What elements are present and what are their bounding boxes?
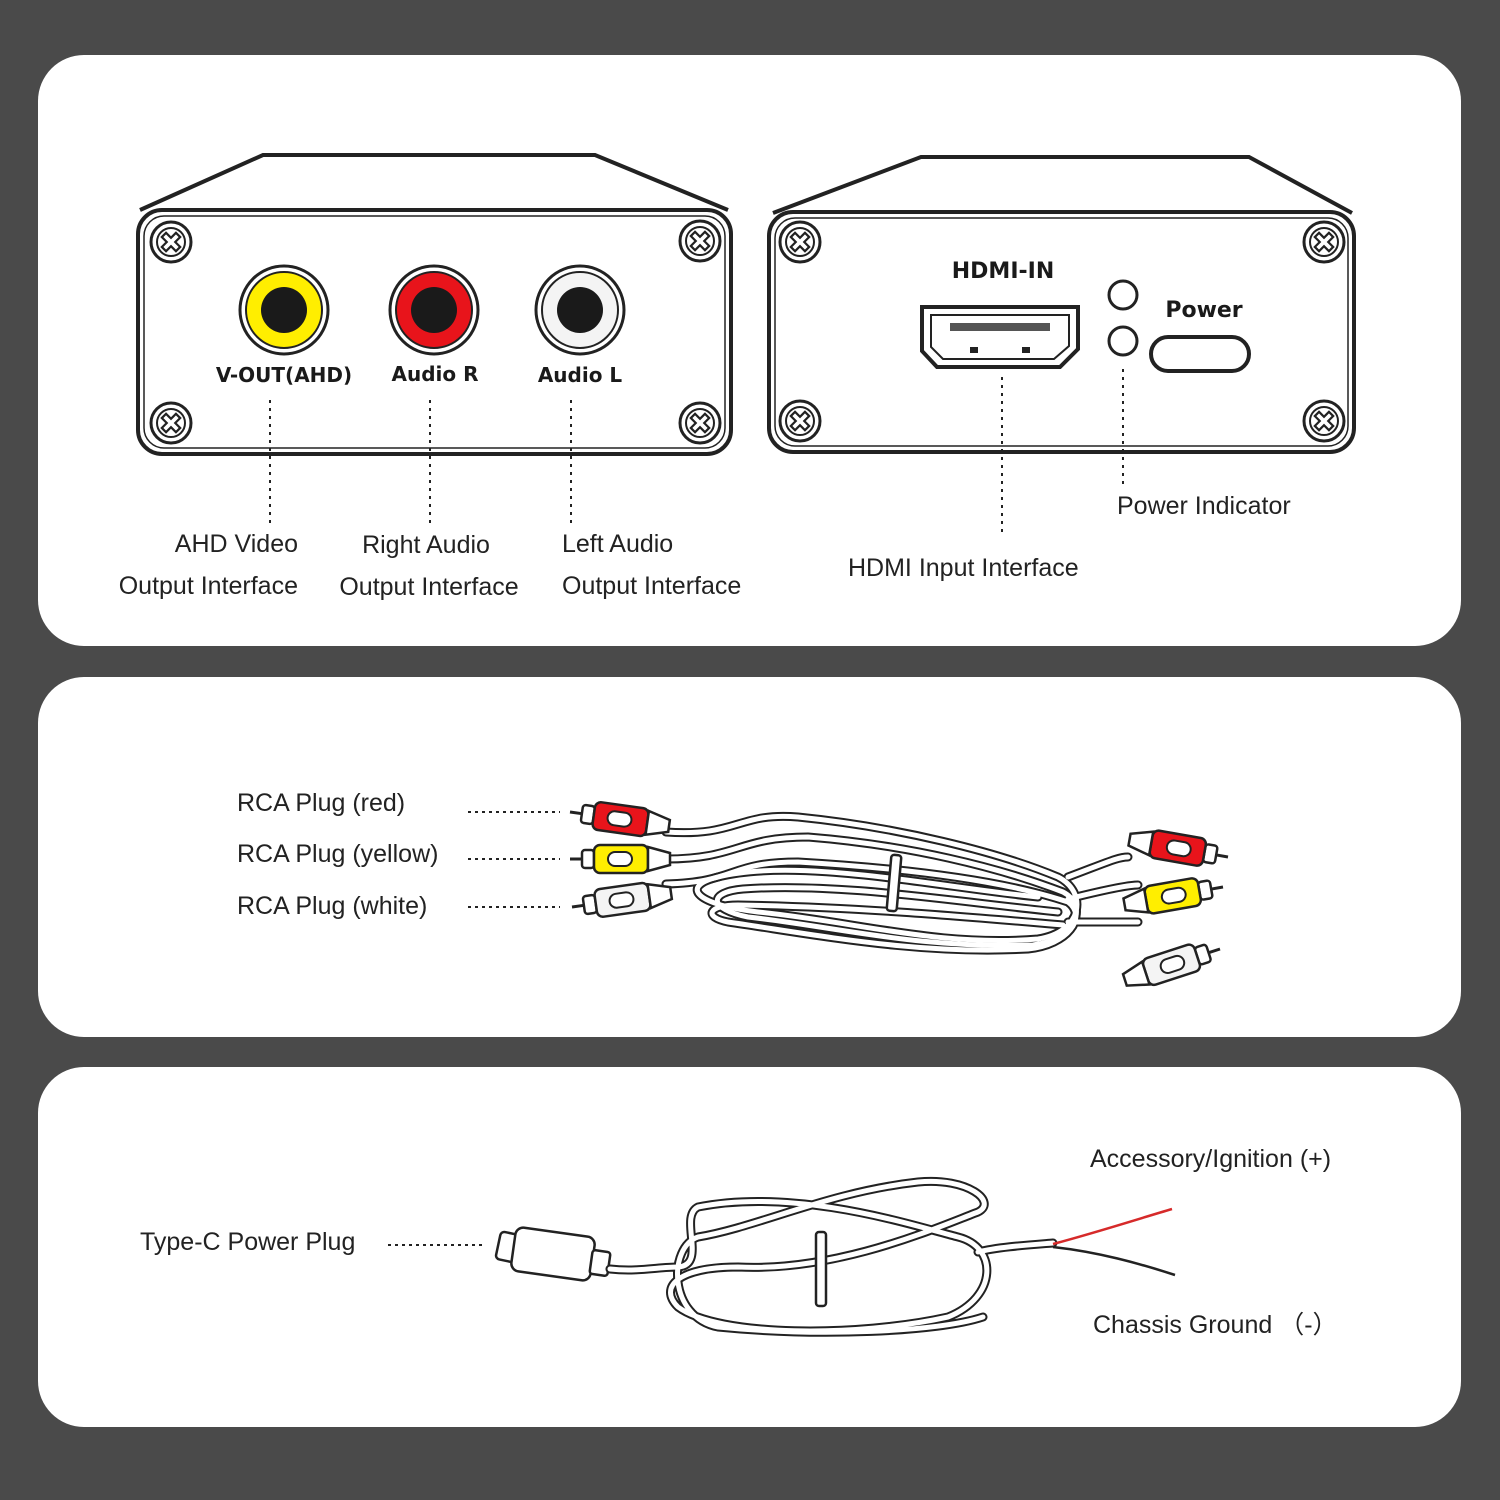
port-label-vout: V-OUT(AHD)	[215, 363, 353, 387]
right-audio-callout-line1: Right Audio	[362, 531, 490, 559]
power-label: Power	[1165, 298, 1243, 323]
accessory-ignition-label: Accessory/Ignition (+)	[1090, 1145, 1332, 1173]
type-c-plug-label: Type-C Power Plug	[140, 1228, 356, 1256]
screw-icon	[678, 219, 722, 263]
rear-plate	[136, 153, 733, 525]
chassis-ground-label: Chassis Ground （-）	[1093, 1311, 1338, 1339]
rca-yellow-label: RCA Plug (yellow)	[237, 840, 439, 868]
rca-cable-panel: RCA Plug (red) RCA Plug (yellow) RCA Plu…	[38, 677, 1461, 1037]
hdmi-callout: HDMI Input Interface	[848, 554, 1079, 582]
white-jack-icon	[534, 264, 626, 356]
port-label-audio-r: Audio R	[391, 362, 479, 386]
hdmi-in-label: HDMI-IN	[951, 259, 1055, 284]
screw-icon	[149, 401, 193, 445]
screw-icon	[778, 399, 822, 443]
usb-c-port-icon	[1149, 335, 1251, 373]
rca-white-label: RCA Plug (white)	[237, 892, 428, 920]
red-jack-icon	[388, 264, 480, 356]
positive-wire	[1052, 1207, 1173, 1246]
screw-icon	[678, 401, 722, 445]
led-icon	[1107, 325, 1139, 357]
led-icon	[1107, 279, 1139, 311]
cable-tie-icon	[814, 1230, 828, 1308]
rca-cable-illustration	[468, 796, 1232, 995]
yellow-rca-plug-icon	[568, 843, 672, 875]
ground-wire	[1052, 1245, 1176, 1277]
left-audio-callout-line1: Left Audio	[562, 530, 674, 558]
ahd-callout-line1: AHD Video	[174, 530, 298, 558]
yellow-rca-plug-icon	[1120, 871, 1227, 920]
screw-icon	[1302, 220, 1346, 264]
device-panel: V-OUT(AHD) Audio R Audio L HDMI-IN Power…	[38, 55, 1461, 646]
device-illustration	[136, 153, 1356, 537]
power-cable-illustration	[388, 1176, 1176, 1337]
ahd-callout-line2: Output Interface	[118, 572, 298, 600]
screw-icon	[1302, 399, 1346, 443]
front-plate	[767, 155, 1356, 537]
red-rca-plug-icon	[1125, 824, 1232, 873]
screw-icon	[778, 220, 822, 264]
type-c-plug-icon	[494, 1226, 612, 1282]
red-rca-plug-icon	[566, 796, 673, 842]
left-audio-callout-line2: Output Interface	[562, 572, 742, 600]
yellow-jack-icon	[238, 264, 330, 356]
power-cable-panel: Type-C Power Plug Accessory/Ignition (+)…	[38, 1067, 1461, 1427]
white-rca-plug-icon	[568, 877, 675, 923]
port-label-audio-l: Audio L	[537, 363, 623, 387]
power-indicator-callout: Power Indicator	[1117, 492, 1291, 520]
screw-icon	[149, 220, 193, 264]
right-audio-callout-line2: Output Interface	[339, 573, 519, 601]
rca-red-label: RCA Plug (red)	[237, 789, 406, 817]
hdmi-port-icon	[920, 305, 1080, 369]
white-rca-plug-icon	[1119, 934, 1226, 995]
